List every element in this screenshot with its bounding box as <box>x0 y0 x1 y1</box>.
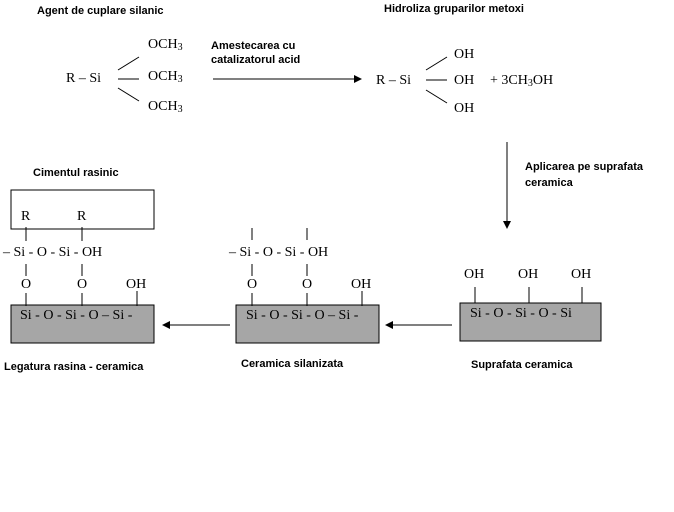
ceramic-surface-label: Suprafata ceramica <box>471 359 573 371</box>
resin-cement-box <box>10 189 155 230</box>
silanol-bond-upper <box>425 56 448 71</box>
silane-och3-middle: OCH3 <box>148 69 183 85</box>
silane-bond-upper <box>117 56 140 71</box>
silane-och3-upper: OCH3 <box>148 37 183 53</box>
surface-oh-1: OH <box>464 267 485 282</box>
silanized-siloxane-chain: – Si - O - Si - OH <box>229 245 329 260</box>
bond-r-1: R <box>21 209 31 224</box>
silanized-ceramic-block <box>235 304 380 344</box>
silanized-o-1: O <box>247 277 258 292</box>
application-label-line2: ceramica <box>525 177 573 189</box>
silane-agent-label: Agent de cuplare silanic <box>37 5 164 17</box>
silanized-ceramic-label: Ceramica silanizata <box>241 358 344 370</box>
bond-oh: OH <box>126 277 147 292</box>
surface-oh-3: OH <box>571 267 592 282</box>
bond-r-2: R <box>77 209 87 224</box>
silanol-bond-lower <box>425 89 448 104</box>
bond-ceramic-block <box>10 304 155 344</box>
methanol-product: + 3CH3OH <box>490 73 554 89</box>
bond-o-2: O <box>77 277 88 292</box>
mixing-label-line1: Amestecarea cu <box>211 40 296 52</box>
bond-siloxane-chain: – Si - O - Si - OH <box>3 245 103 260</box>
bond-o-1: O <box>21 277 32 292</box>
resin-cement-label: Cimentul rasinic <box>33 167 119 179</box>
silanized-ceramic-chain: Si - O - Si - O – Si - <box>246 308 359 323</box>
surface-ceramic-chain: Si - O - Si - O - Si <box>470 306 572 321</box>
bond-ceramic-chain: Si - O - Si - O – Si - <box>20 308 133 323</box>
ceramic-surface-block <box>459 302 602 342</box>
silanol-oh-upper: OH <box>454 47 475 62</box>
silanized-oh: OH <box>351 277 372 292</box>
resin-ceramic-bond-label: Legatura rasina - ceramica <box>4 361 144 373</box>
silanized-o-2: O <box>302 277 313 292</box>
application-label-line1: Aplicarea pe suprafata <box>525 161 643 173</box>
silane-r-si: R – Si <box>66 71 102 86</box>
silanol-oh-middle: OH <box>454 73 475 88</box>
silanol-r-si: R – Si <box>376 73 412 88</box>
silane-bond-lower <box>117 87 140 102</box>
surface-oh-2: OH <box>518 267 539 282</box>
mixing-label-line2: catalizatorul acid <box>211 54 301 66</box>
silanol-oh-lower: OH <box>454 101 475 116</box>
silane-och3-lower: OCH3 <box>148 99 183 115</box>
hydrolysis-label: Hidroliza gruparilor metoxi <box>384 3 524 15</box>
